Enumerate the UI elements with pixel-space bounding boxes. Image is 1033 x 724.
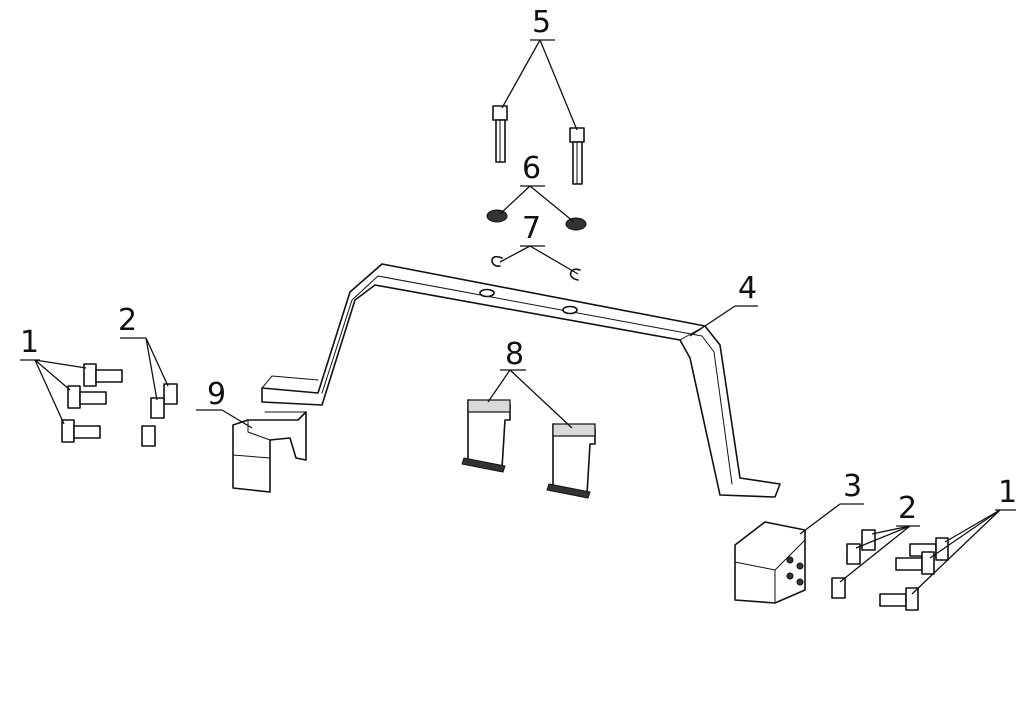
callout-1-left: 1 <box>20 325 39 360</box>
left-nuts <box>141 383 178 447</box>
callout-labels: 1 2 3 4 5 6 7 8 9 2 1 <box>20 5 1017 526</box>
callout-2-left: 2 <box>118 303 137 338</box>
callout-2-right: 2 <box>898 491 917 526</box>
right-bolts <box>879 537 949 611</box>
left-support <box>232 411 307 493</box>
clamps <box>461 399 596 499</box>
spring-washers <box>486 209 587 231</box>
callout-8: 8 <box>505 337 524 372</box>
main-bracket <box>261 263 781 498</box>
callout-4: 4 <box>738 271 757 306</box>
clips <box>491 255 581 281</box>
right-nuts <box>831 529 876 599</box>
right-end-block <box>734 521 806 604</box>
top-bolts <box>492 105 585 185</box>
callout-3: 3 <box>843 469 862 504</box>
leader-lines <box>20 39 1016 595</box>
callout-1-right: 1 <box>998 475 1017 510</box>
callout-6: 6 <box>522 151 541 186</box>
left-bolts <box>61 363 123 443</box>
callout-7: 7 <box>522 211 541 246</box>
callout-9: 9 <box>207 377 226 412</box>
callout-5: 5 <box>532 5 551 40</box>
